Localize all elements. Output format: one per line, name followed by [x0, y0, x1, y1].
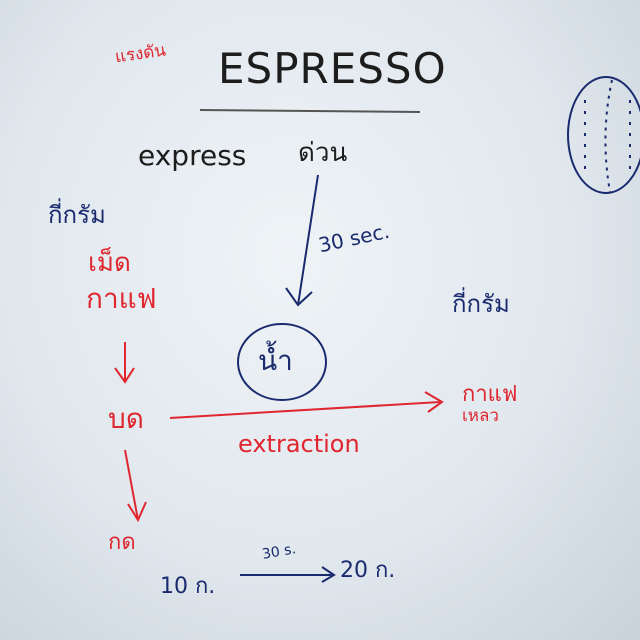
liquid-coffee-line2: เหลว: [462, 406, 499, 426]
water-label: น้ำ: [258, 344, 293, 377]
arrow-30sec-to-water: [285, 174, 319, 307]
grind-label: บด: [108, 402, 144, 435]
output-amount: 20 ก.: [340, 558, 396, 583]
arrow-grind-to-press: [124, 449, 147, 523]
input-amount: 10 ก.: [160, 574, 216, 599]
how-many-grams-right: กี่กรัม: [452, 290, 510, 318]
title: ESPRESSO: [218, 44, 447, 93]
express-word: express: [138, 139, 247, 172]
press-label: กด: [108, 530, 136, 555]
water-circle: [237, 323, 327, 401]
liquid-coffee-line1: กาแฟ: [462, 382, 518, 407]
coffee-bean-drawing: [567, 76, 640, 194]
coffee-beans-line1: เม็ด: [88, 248, 131, 278]
title-underline: [199, 109, 421, 113]
how-many-grams-left: กี่กรัม: [48, 201, 106, 229]
arrow-10g-to-20g: [240, 566, 336, 583]
arrow-extraction: [169, 391, 444, 419]
extraction-label: extraction: [238, 430, 360, 458]
express-thai: ด่วน: [298, 138, 348, 168]
coffee-beans-line2: กาแฟ: [86, 282, 157, 315]
arrow-beans-to-grind: [114, 342, 135, 384]
